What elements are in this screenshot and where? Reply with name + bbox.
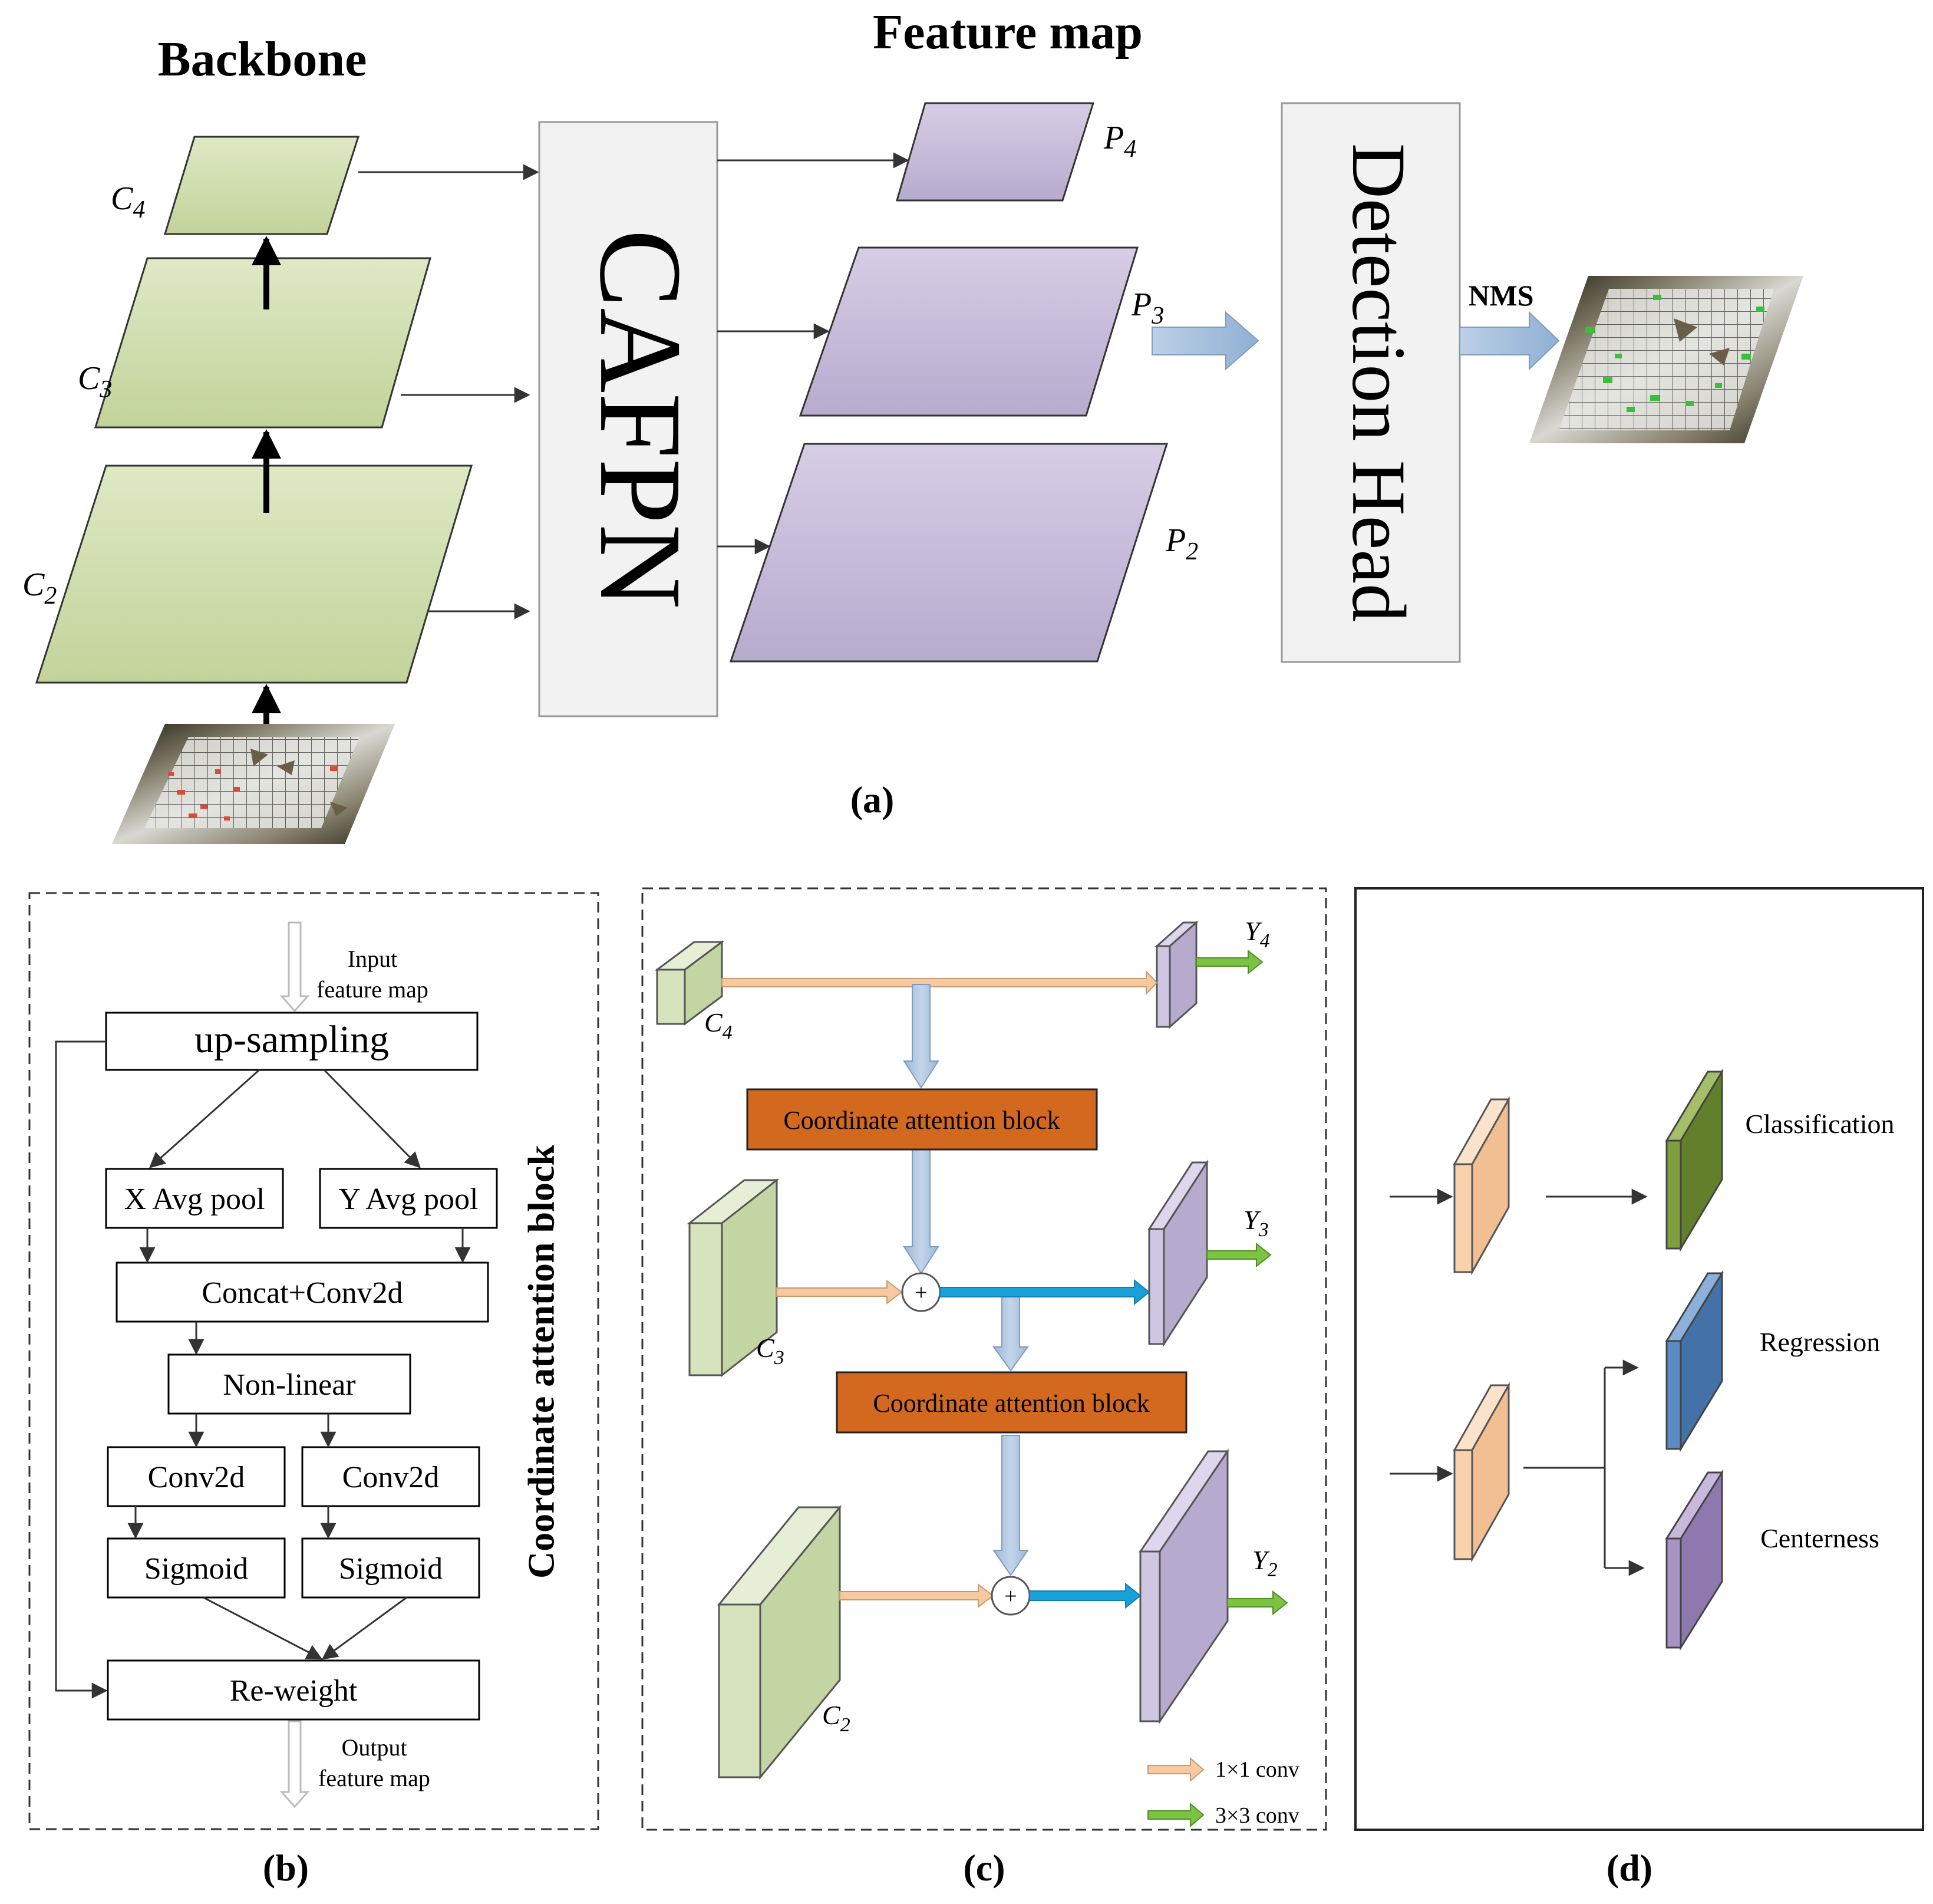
output-image: [1529, 276, 1803, 443]
backbone-title: Backbone: [158, 32, 367, 87]
c4-cuboid: [654, 940, 725, 1026]
concat-conv-box: [116, 1261, 489, 1323]
c4-label-c: C4: [704, 1007, 733, 1043]
panel-a: Backbone Feature map C4 C3 C2: [22, 5, 1803, 844]
c4-label: C4: [111, 180, 145, 223]
pyramid-p2: [729, 443, 1169, 663]
panel-b-frame: [28, 892, 599, 1830]
p4-label: P4: [1103, 120, 1136, 163]
panel-b: Input feature map up-sampling X Avg pool…: [28, 892, 599, 1889]
head-feature-bottom: [1453, 1382, 1510, 1563]
ca-block-1: [746, 1088, 1098, 1151]
y-avg-pool-text: Y Avg pool: [339, 1182, 479, 1216]
non-linear-text: Non-linear: [223, 1368, 355, 1402]
green-conv-arrows: [1196, 949, 1288, 1616]
input-image: [112, 724, 395, 844]
classification-label: Classification: [1746, 1109, 1895, 1139]
input-hollow-arrow: [279, 921, 310, 1013]
upsampling-text: up-sampling: [194, 1018, 389, 1061]
detection-head-box: [1281, 102, 1461, 663]
caption-b: (b): [263, 1847, 309, 1889]
caption-a: (a): [850, 779, 895, 821]
to-detection-head-arrow: [1152, 311, 1259, 371]
y2-label: Y2: [1252, 1545, 1278, 1581]
caption-c: (c): [963, 1847, 1005, 1889]
plus-node-1-text: +: [915, 1280, 927, 1305]
reweight-text: Re-weight: [230, 1674, 358, 1708]
panel-c: C4 C3 C2: [641, 887, 1327, 1889]
ca-block-1-text: Coordinate attention block: [783, 1106, 1060, 1135]
head-feature-top: [1453, 1096, 1510, 1276]
backbone-c3: [94, 257, 431, 429]
pyramid-p3: [799, 246, 1139, 417]
c2-label-c: C2: [822, 1700, 850, 1736]
sigmoid-left-box: [107, 1537, 286, 1599]
detection-head-label: Detection Head: [1336, 143, 1421, 622]
c3-label: C3: [78, 360, 112, 403]
cafpn-box: [538, 121, 718, 717]
x-avg-pool-box: [105, 1168, 284, 1229]
centerness-cuboid: [1665, 1469, 1724, 1651]
centerness-label: Centerness: [1760, 1523, 1879, 1553]
x-avg-pool-text: X Avg pool: [124, 1182, 265, 1216]
plus-node-2-text: +: [1004, 1584, 1017, 1609]
upsampling-box: [105, 1012, 479, 1071]
c2-cuboid: [717, 1504, 842, 1780]
ca-block-2-text: Coordinate attention block: [873, 1389, 1149, 1418]
p3-label: P3: [1131, 286, 1164, 330]
conv2d-left-box: [107, 1446, 286, 1507]
conv2d-right-box: [301, 1446, 480, 1507]
panel-c-frame: [641, 887, 1327, 1831]
input-label-1: Input: [348, 946, 397, 972]
peach-conv-arrows: [721, 970, 1158, 1609]
c3-cuboid: [687, 1178, 780, 1378]
input-label-2: feature map: [316, 976, 428, 1003]
non-linear-box: [167, 1353, 411, 1415]
legend-conv3-swatch: [1147, 1802, 1205, 1828]
output-label-1: Output: [341, 1734, 407, 1761]
nms-arrow: [1459, 311, 1560, 371]
sigmoid-right-box: [301, 1537, 480, 1599]
legend-conv3-text: 3×3 conv: [1215, 1803, 1299, 1828]
classification-cuboid: [1665, 1068, 1724, 1252]
vertical-blue-arrows: [903, 984, 1029, 1576]
pyramid-p4: [896, 102, 1095, 202]
legend-conv1-text: 1×1 conv: [1215, 1757, 1299, 1782]
y2-cuboid: [1139, 1448, 1229, 1724]
y4-label: Y4: [1245, 916, 1270, 952]
y4-cuboid: [1154, 920, 1199, 1029]
p2-label: P2: [1165, 522, 1198, 565]
coordinate-attention-title: Coordinate attention block: [520, 1145, 562, 1579]
conv2d-right-text: Conv2d: [342, 1461, 440, 1494]
backbone-to-cafpn-arrows: [358, 164, 539, 620]
conv2d-left-text: Conv2d: [148, 1461, 245, 1494]
backbone-c4: [163, 136, 360, 235]
bright-blue-arrows: [939, 1279, 1150, 1609]
y3-label: Y3: [1243, 1205, 1269, 1241]
cafpn-to-p-arrows: [717, 152, 909, 555]
concat-conv-text: Concat+Conv2d: [202, 1276, 403, 1310]
regression-label: Regression: [1760, 1327, 1880, 1357]
caption-d: (d): [1607, 1847, 1652, 1889]
cafpn-label: CAFPN: [575, 229, 705, 610]
output-hollow-arrow: [279, 1720, 310, 1809]
panel-d: Classification Regression Centerness (d): [1354, 887, 1924, 1889]
c2-label: C2: [22, 566, 57, 610]
c3-label-c: C3: [756, 1333, 784, 1369]
feature-map-title: Feature map: [873, 5, 1143, 60]
sigmoid-right-text: Sigmoid: [339, 1552, 443, 1586]
sigmoid-left-text: Sigmoid: [144, 1552, 248, 1586]
ca-block-2: [836, 1371, 1187, 1434]
panel-b-connectors: [55, 1040, 471, 1699]
reweight-box: [107, 1659, 480, 1721]
panel-d-frame: [1354, 887, 1924, 1831]
y-avg-pool-box: [319, 1168, 498, 1229]
panel-d-connectors: [1390, 1188, 1648, 1576]
nms-label: NMS: [1468, 279, 1533, 312]
backbone-c2: [35, 465, 473, 684]
regression-cuboid: [1665, 1270, 1724, 1452]
output-label-2: feature map: [318, 1765, 430, 1791]
y3-cuboid: [1147, 1159, 1209, 1348]
legend-conv1-swatch: [1147, 1757, 1205, 1783]
